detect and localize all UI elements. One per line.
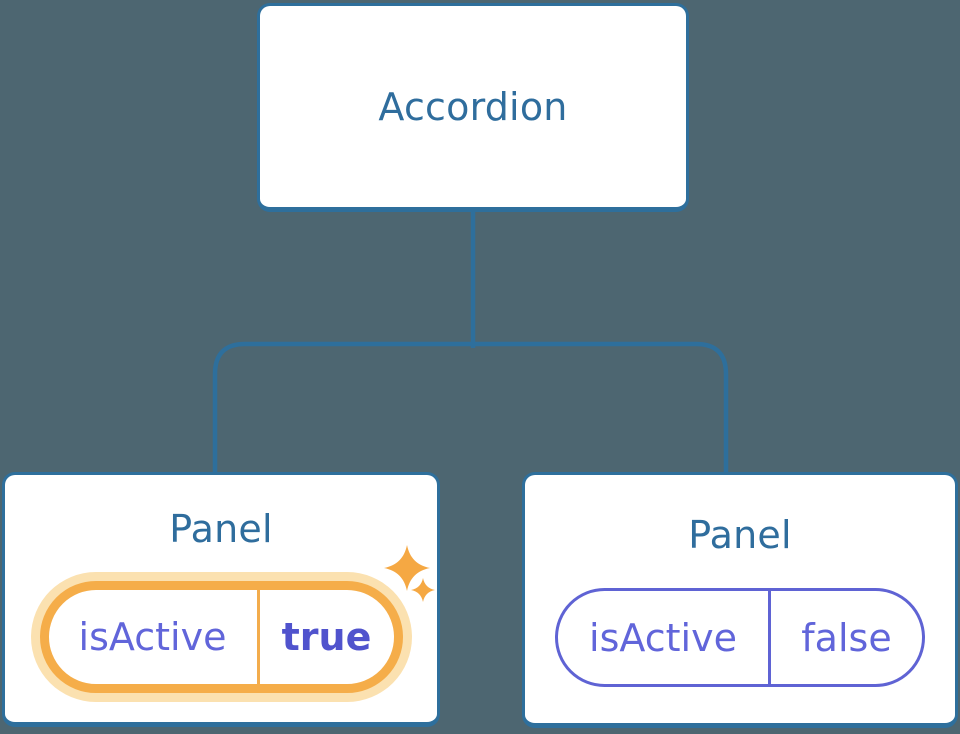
sparkle-small-icon	[411, 578, 435, 602]
pill-divider	[256, 590, 260, 684]
panel-node-inactive: Panel isActive false	[522, 472, 958, 728]
state-pill-inactive: isActive false	[555, 588, 925, 687]
sparkle-large-icon	[384, 545, 430, 591]
state-name-cell: isActive	[589, 615, 737, 660]
state-value-cell: true	[281, 615, 372, 659]
pill-divider	[768, 591, 771, 684]
state-name-cell: isActive	[78, 615, 227, 659]
accordion-node-label: Accordion	[378, 84, 568, 129]
accordion-node: Accordion	[257, 3, 689, 212]
state-value-cell: false	[801, 615, 892, 660]
panel-node-label: Panel	[688, 513, 792, 557]
panel-node-active: Panel isActive true	[2, 472, 440, 727]
state-pill-active: isActive true	[39, 581, 403, 693]
panel-node-label: Panel	[169, 507, 273, 551]
